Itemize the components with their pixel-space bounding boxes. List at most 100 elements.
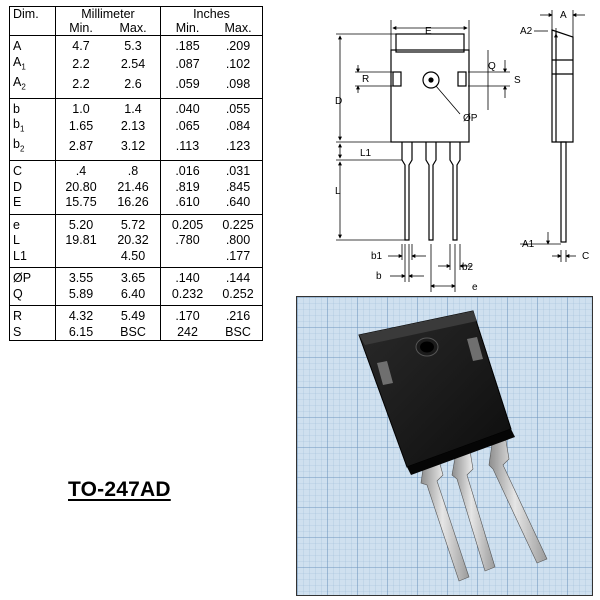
cell-dimension-symbol: e <box>9 214 56 233</box>
cell-in-min: 0.232 <box>160 286 214 306</box>
label-A1: A1 <box>522 239 535 250</box>
cell-in-max: .055 <box>225 101 251 116</box>
label-b: b <box>376 271 382 282</box>
cell-in-max: .031 <box>225 164 251 178</box>
label-S: S <box>514 75 521 86</box>
cell-in-max: .845 <box>225 179 251 194</box>
label-e: e <box>472 282 478 293</box>
label-L: L <box>335 186 341 197</box>
cell-dimension-symbol: A1 <box>9 54 56 75</box>
cell-in-max: BSC <box>225 324 251 339</box>
dimension-symbol: A <box>13 54 22 69</box>
dimension-symbol: b <box>13 101 20 116</box>
cell-dimension-symbol: L <box>9 233 56 249</box>
cell-dimension-symbol: C <box>9 160 56 180</box>
cell-mm-max: 3.12 <box>106 137 161 161</box>
side-body-outline <box>551 29 574 143</box>
cell-mm-min: 19.81 <box>65 233 97 247</box>
cell-mm-max: 5.49 <box>106 305 161 325</box>
cell-in-max: .144 <box>225 271 251 285</box>
cell-in-max: .102 <box>225 56 251 71</box>
dimension-symbol: Q <box>13 286 23 301</box>
cell-mm-min: 4.7 <box>72 39 90 53</box>
cell-mm-min: 5.89 <box>55 286 106 306</box>
drawing-labels: E A A2 Q S R D ØP L1 L b1 b b2 e A1 C <box>335 10 589 293</box>
package-photo-illustration <box>297 297 592 595</box>
label-A2: A2 <box>520 26 533 37</box>
dimension-symbol: L1 <box>13 248 27 263</box>
cell-dimension-symbol: b <box>9 98 56 117</box>
mounting-hole-center <box>428 77 434 83</box>
cell-dimension-symbol: A <box>9 35 56 55</box>
cell-mm-max: 4.50 <box>106 248 161 268</box>
cell-in-min: .140 <box>175 271 200 285</box>
cell-mm-max: .8 <box>106 160 161 180</box>
header-inches: Inches <box>193 7 230 21</box>
cell-mm-min: 15.75 <box>55 195 106 215</box>
label-b2: b2 <box>462 262 474 273</box>
photo-notch-right <box>467 337 483 361</box>
table-row: C.4.8.016.031 <box>9 160 263 180</box>
label-Q: Q <box>488 61 496 72</box>
cell-dimension-symbol: b1 <box>9 117 56 137</box>
header-mm-min: Min. <box>55 21 106 36</box>
package-outline-drawing: E A A2 Q S R D ØP L1 L b1 b b2 e A1 C <box>335 10 589 293</box>
label-A: A <box>560 10 567 21</box>
cell-dimension-symbol: Q <box>9 286 56 306</box>
cell-dimension-symbol: E <box>9 195 56 215</box>
side-lead <box>560 141 567 243</box>
cell-mm-max: 6.40 <box>106 286 161 306</box>
cell-dimension-symbol: A2 <box>9 74 56 99</box>
cell-in-max: .216 <box>225 309 251 323</box>
cell-mm-max: 21.46 <box>106 179 161 195</box>
cell-dimension-symbol: ØP <box>9 267 56 287</box>
cell-mm-min: 1.65 <box>68 119 94 134</box>
label-b1: b1 <box>371 251 383 262</box>
label-R: R <box>362 74 369 85</box>
cell-mm-max: 5.72 <box>106 214 161 233</box>
lead-right-outline <box>449 142 461 241</box>
cell-mm-max: 20.32 <box>106 233 161 249</box>
cell-in-min: 242 <box>177 324 198 339</box>
cell-mm-min: 1.0 <box>72 101 90 116</box>
table-subheader-row: Min. Max. Min. Max. <box>9 21 263 36</box>
dimension-subscript: 2 <box>19 144 25 154</box>
cell-mm-max: 2.54 <box>106 54 161 75</box>
dimension-subscript: 1 <box>21 62 26 71</box>
dimension-symbol: b <box>13 137 20 151</box>
cell-mm-min: 2.87 <box>55 137 106 161</box>
cell-in-min: .780 <box>175 233 200 247</box>
package-body-outline <box>390 49 470 143</box>
header-dim: Dim. <box>9 6 56 21</box>
cell-mm-max: BSC <box>106 324 161 341</box>
cell-dimension-symbol: b2 <box>9 137 56 161</box>
cell-in-max: .084 <box>225 119 251 134</box>
left-notch <box>392 71 402 87</box>
dimension-subscript: 1 <box>19 124 25 134</box>
dimension-subscript: 2 <box>21 82 26 91</box>
label-C: C <box>582 251 589 262</box>
cell-in-min: .610 <box>160 195 214 215</box>
package-photo <box>296 296 593 596</box>
cell-in-min: .016 <box>175 164 200 178</box>
dimension-symbol: A <box>13 39 22 53</box>
header-mm-max: Max. <box>106 21 161 36</box>
cell-in-min: .185 <box>175 39 200 53</box>
package-tab-outline <box>395 33 465 53</box>
right-notch <box>457 71 467 87</box>
side-view <box>551 29 574 243</box>
cell-dimension-symbol: D <box>9 179 56 195</box>
dimension-symbol: R <box>13 309 23 323</box>
cell-in-min: .113 <box>160 137 214 161</box>
cell-mm-max: 16.26 <box>106 195 161 215</box>
